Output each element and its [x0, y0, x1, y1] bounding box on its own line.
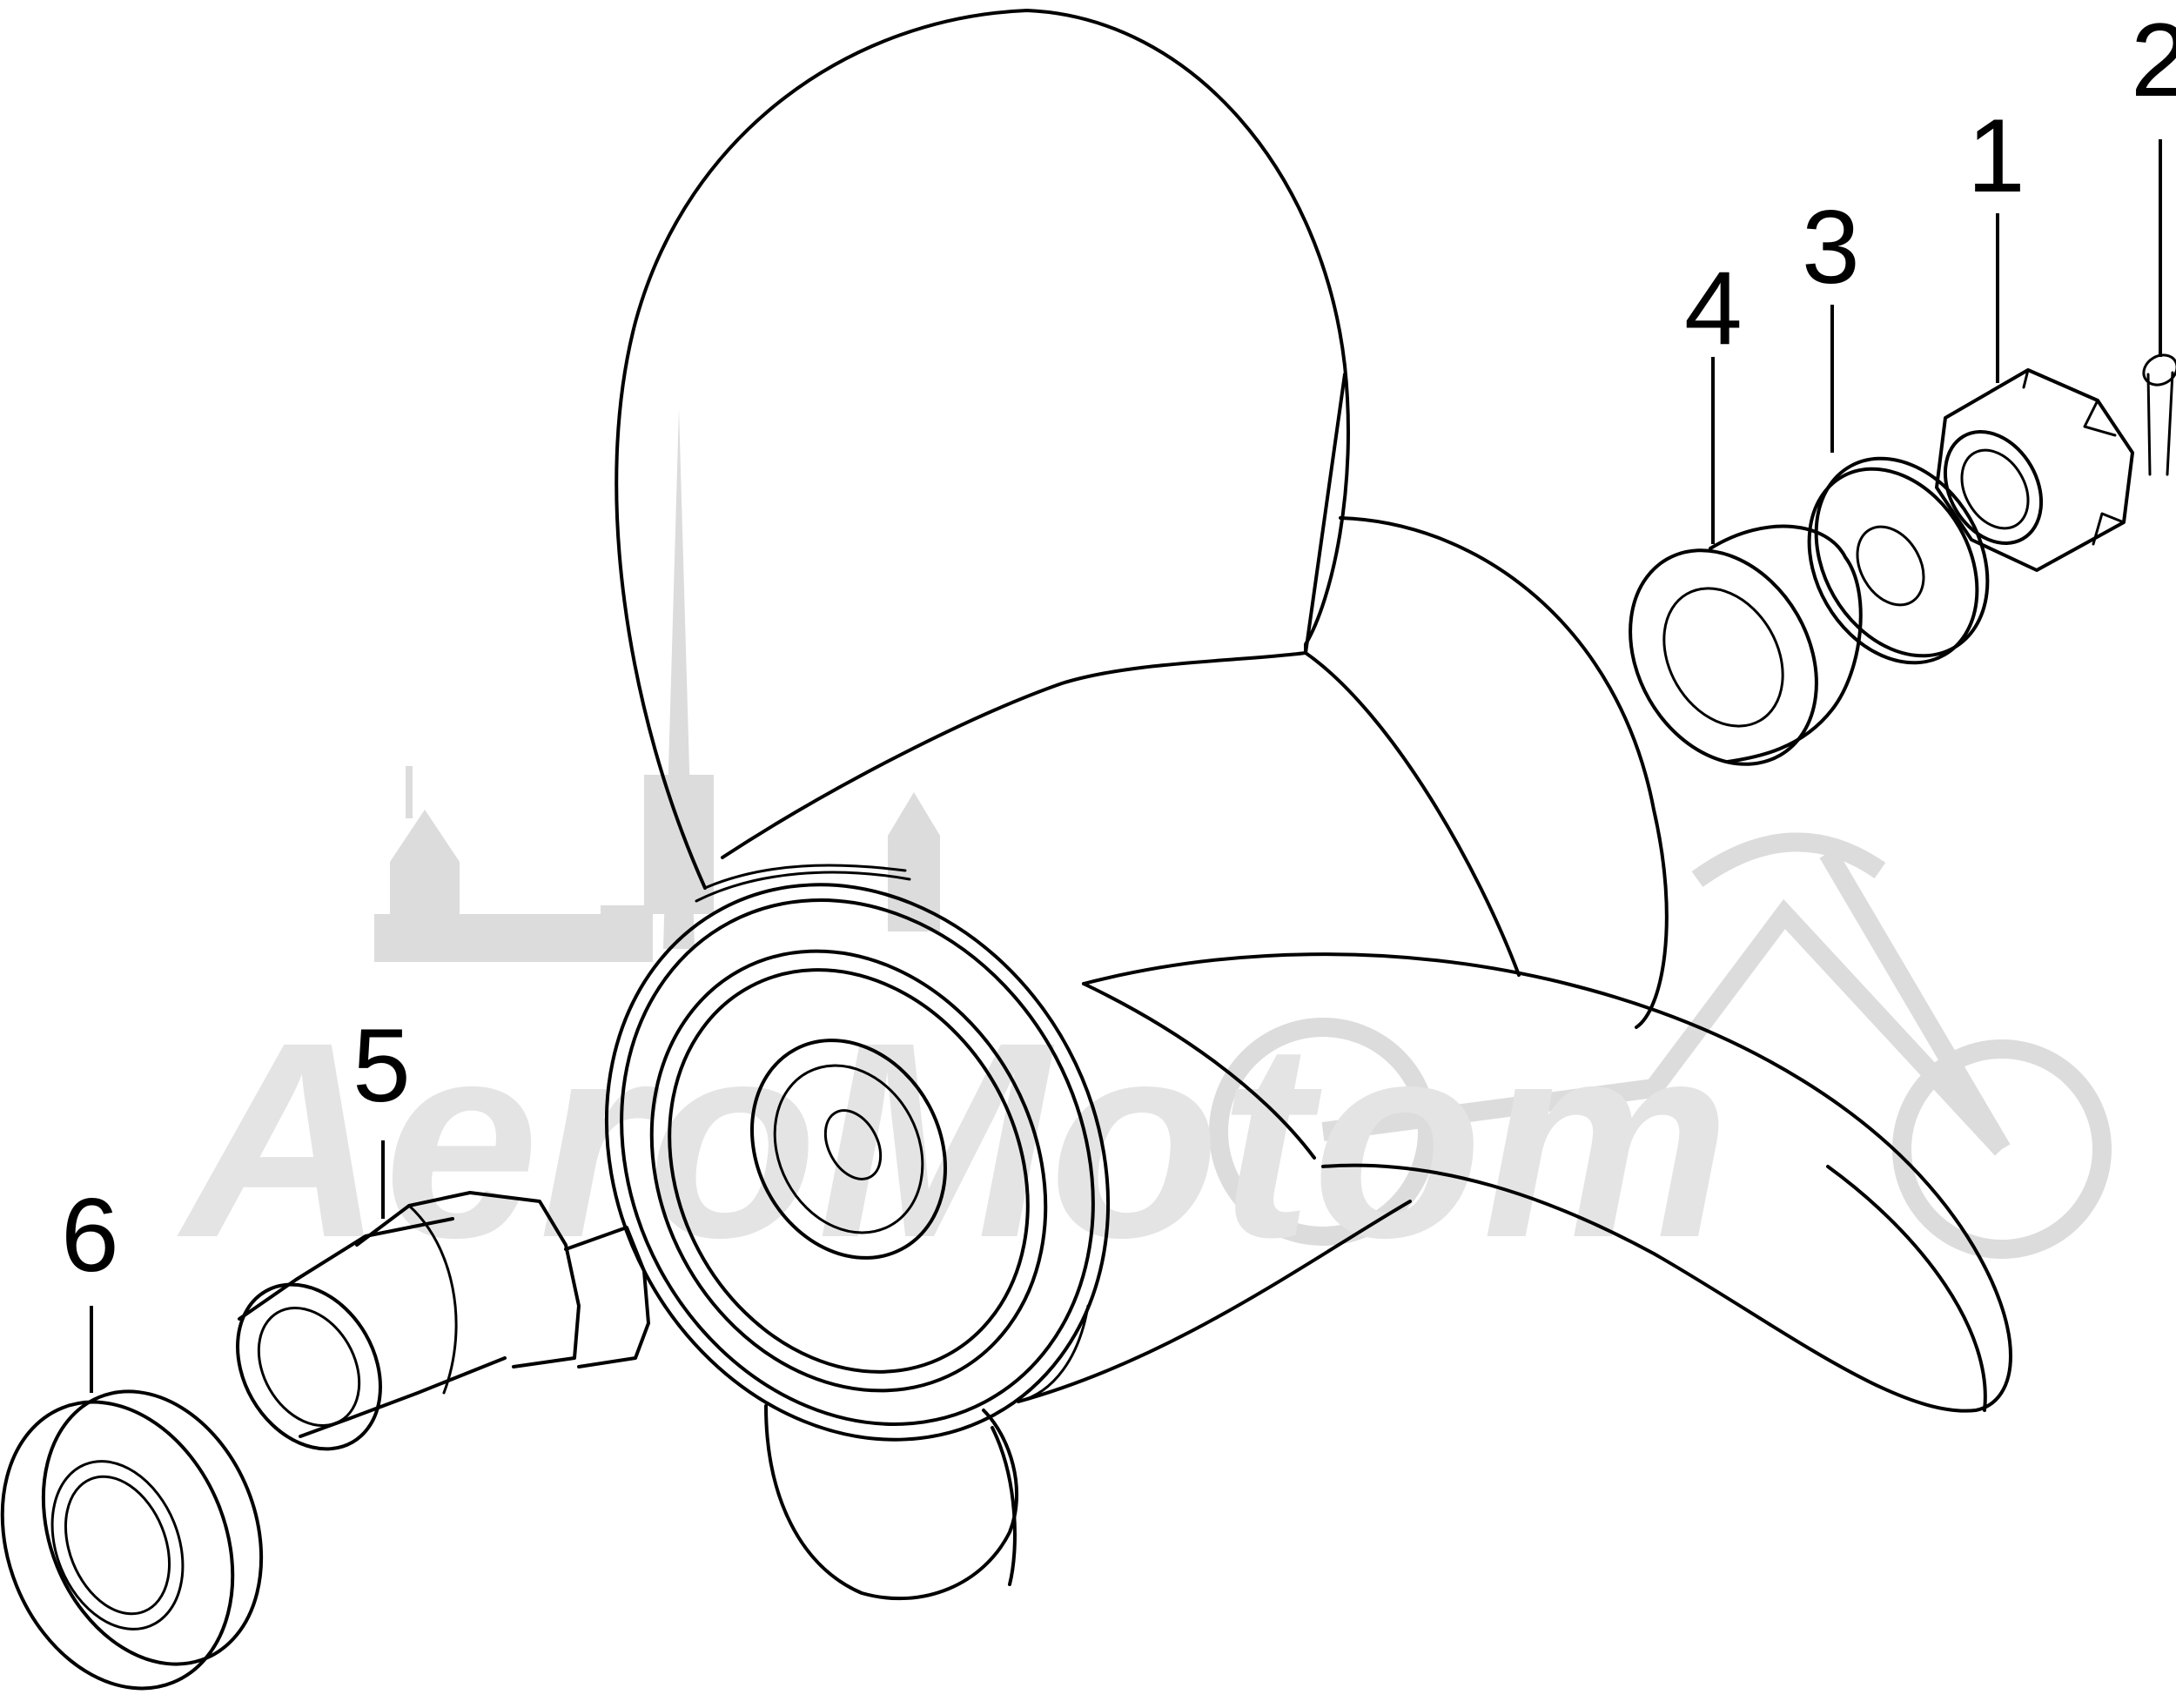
propeller-bore — [750, 1039, 947, 1260]
propeller-spline — [823, 1109, 883, 1180]
watermark-motorcycle — [1209, 832, 2112, 1259]
propeller-hub-inner-ring — [649, 949, 1048, 1393]
propeller-blade-right — [1082, 952, 2012, 1413]
callout-3: 3 — [1802, 189, 1860, 306]
propeller-hub-top-line — [721, 651, 1307, 859]
part-4-spacer — [1629, 524, 1863, 766]
part-2-cotter-pin — [2142, 353, 2176, 476]
propeller-hub-bottom-line — [1017, 1200, 1412, 1403]
part-3-washer — [1807, 456, 1990, 665]
callout-4: 4 — [1684, 250, 1743, 366]
watermark-castle-silhouette — [374, 409, 940, 962]
part-1-castle-nut — [1935, 368, 2134, 572]
part-5-hub-adapter — [236, 1191, 650, 1451]
propeller-blade-bottom — [764, 1404, 1018, 1601]
propeller-blade-top — [615, 9, 1350, 890]
callout-5: 5 — [353, 1007, 411, 1124]
callout-1: 1 — [1967, 98, 2025, 214]
watermark-logo: AeroMotom — [174, 409, 2112, 1295]
watermark-text: AeroMotom — [174, 984, 1730, 1295]
callout-6: 6 — [61, 1177, 119, 1294]
propeller-blade-rear — [1339, 516, 1669, 1029]
callout-2: 2 — [2131, 2, 2176, 118]
propeller — [604, 9, 2012, 1601]
part-6-thrust-washer — [0, 1389, 264, 1691]
